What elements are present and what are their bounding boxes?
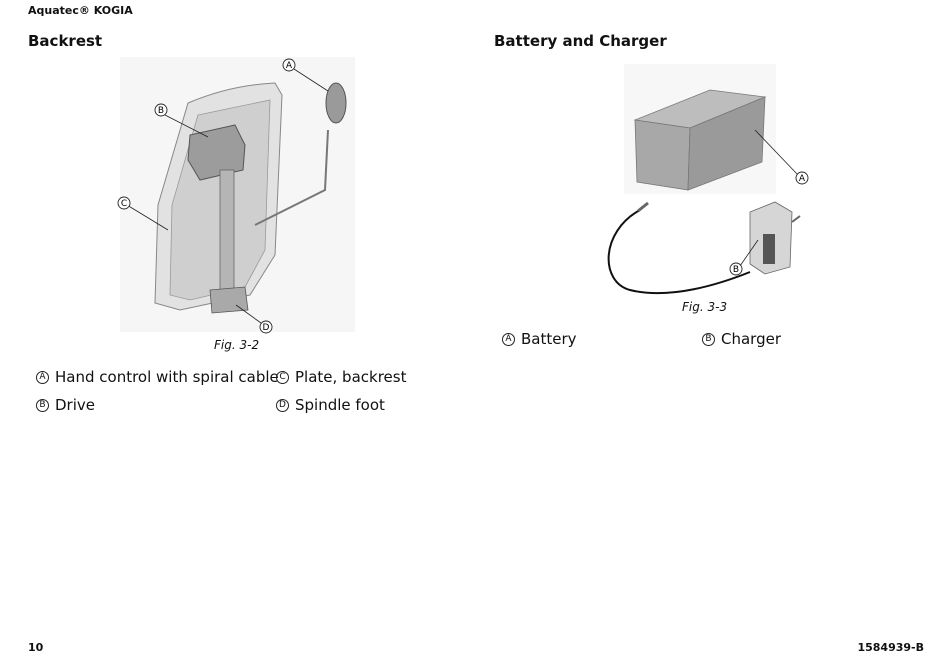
legend-item-spindle-foot: D Spindle foot — [276, 396, 385, 414]
fig-3-3-caption: Fig. 3-3 — [682, 300, 728, 314]
backrest-callout-c: C — [117, 196, 131, 210]
legend-marker: B — [702, 332, 715, 346]
legend-marker: A — [36, 370, 49, 384]
legend-item-plate-backrest: C Plate, backrest — [276, 368, 406, 386]
battery-callout-a: A — [795, 171, 809, 185]
battery-charger-heading: Battery and Charger — [494, 32, 667, 50]
svg-text:B: B — [158, 106, 164, 116]
legend-marker: D — [276, 398, 289, 412]
backrest-callout-d: D — [259, 320, 273, 334]
page-number: 10 — [28, 641, 44, 654]
fig-3-2-caption: Fig. 3-2 — [214, 338, 260, 352]
legend-text: Charger — [721, 330, 781, 348]
svg-text:B: B — [733, 265, 739, 275]
charger-callout-b: B — [729, 262, 743, 276]
backrest-callout-b: B — [154, 103, 168, 117]
legend-marker: C — [276, 370, 289, 384]
battery-charger-illustration: A B — [607, 64, 809, 295]
backrest-heading: Backrest — [28, 32, 103, 50]
legend-marker: B — [36, 398, 49, 412]
svg-text:D: D — [263, 323, 270, 333]
legend-item-hand-control: A Hand control with spiral cable — [36, 368, 279, 386]
svg-text:A: A — [799, 174, 806, 184]
legend-text: Spindle foot — [295, 396, 385, 414]
backrest-callout-a: A — [282, 58, 296, 72]
legend-text: Drive — [55, 396, 95, 414]
legend-text: Plate, backrest — [295, 368, 407, 386]
legend-item-drive: B Drive — [36, 396, 95, 414]
legend-item-battery: A Battery — [502, 330, 577, 348]
legend-item-charger: B Charger — [702, 330, 781, 348]
legend-text: Battery — [521, 330, 577, 348]
legend-marker: A — [502, 332, 515, 346]
backrest-illustration: A B C D — [117, 57, 355, 334]
legend-text: Hand control with spiral cable — [55, 368, 279, 386]
header-product: Aquatec® KOGIA — [28, 4, 133, 17]
svg-text:C: C — [121, 199, 127, 209]
svg-text:A: A — [286, 61, 293, 71]
document-number: 1584939-B — [857, 641, 924, 654]
